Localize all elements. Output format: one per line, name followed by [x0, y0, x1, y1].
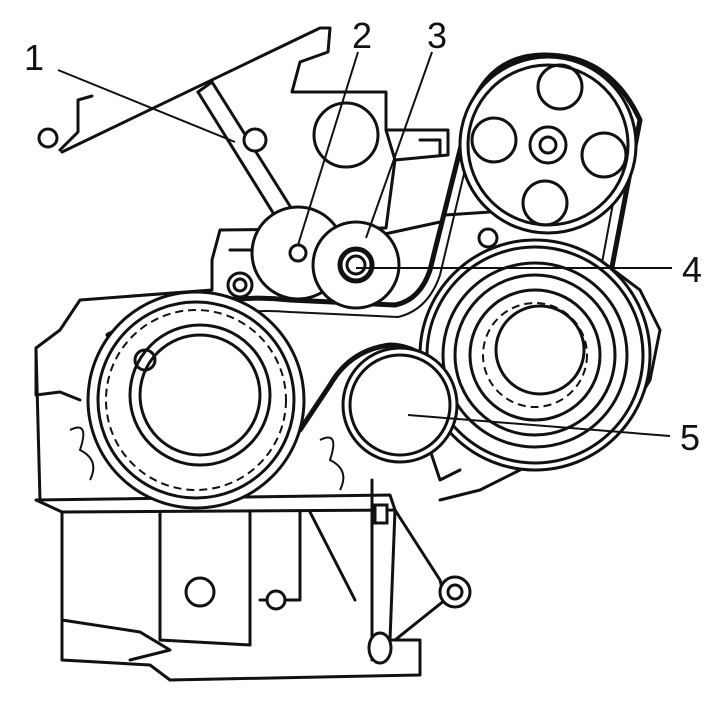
pulley-3 [311, 220, 401, 310]
leader-1 [57, 69, 236, 143]
idler-pulley [341, 346, 459, 464]
callout-2: 2 [352, 15, 372, 56]
leader-3 [365, 51, 433, 239]
stud-left [226, 271, 254, 299]
stud-right [477, 227, 499, 249]
lower-bosses [184, 503, 472, 665]
callout-5: 5 [680, 417, 700, 458]
leader-5 [407, 414, 671, 437]
callout-1: 1 [24, 37, 44, 78]
callout-labels: 1 2 3 4 5 [24, 15, 702, 458]
bolt-top-left [37, 94, 94, 152]
top-pulley [458, 55, 638, 235]
crankshaft-pulley [86, 290, 306, 510]
callout-3: 3 [427, 15, 447, 56]
ac-compressor-pulley [418, 238, 652, 472]
upper-housing-circle [312, 101, 380, 169]
leader-2 [297, 51, 359, 246]
callout-4: 4 [682, 249, 702, 290]
callout-leaders [57, 51, 672, 437]
